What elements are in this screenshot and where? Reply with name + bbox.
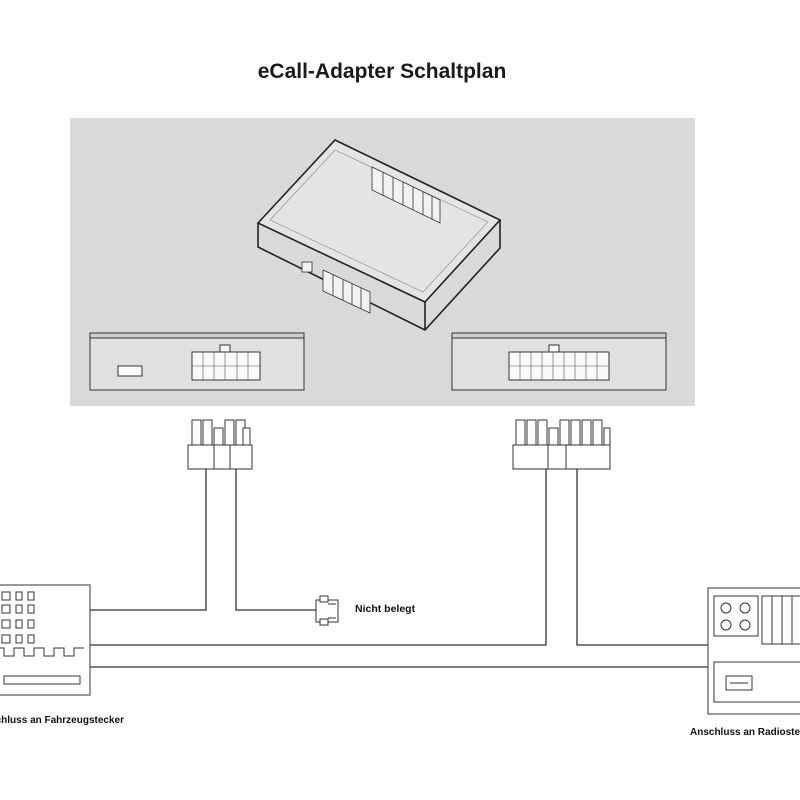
adapter-side-view-right bbox=[451, 332, 667, 391]
plug-right bbox=[512, 419, 611, 470]
unused-connector bbox=[315, 595, 339, 626]
radio-connector-label: Anschluss an Radiostecker bbox=[690, 727, 800, 738]
radio-connector bbox=[707, 587, 800, 715]
mini-usb-port bbox=[117, 365, 143, 377]
adapter-top-connector bbox=[371, 166, 441, 224]
adapter-box-3d bbox=[256, 139, 502, 331]
wire-left-outer bbox=[90, 469, 207, 611]
wiring bbox=[90, 469, 712, 668]
diagram-title: eCall-Adapter Schaltplan bbox=[257, 60, 507, 83]
adapter-front-connector bbox=[301, 261, 371, 314]
not-connected-label: Nicht belegt bbox=[355, 603, 416, 615]
vehicle-connector bbox=[0, 584, 91, 696]
wire-left-inner bbox=[235, 469, 316, 611]
adapter-side-view-left bbox=[89, 332, 305, 391]
wire-right-inner bbox=[576, 469, 712, 646]
vehicle-connector-label: Anschluss an Fahrzeugstecker bbox=[0, 715, 124, 726]
plug-left bbox=[187, 419, 253, 470]
wire-right-outer bbox=[90, 469, 547, 646]
